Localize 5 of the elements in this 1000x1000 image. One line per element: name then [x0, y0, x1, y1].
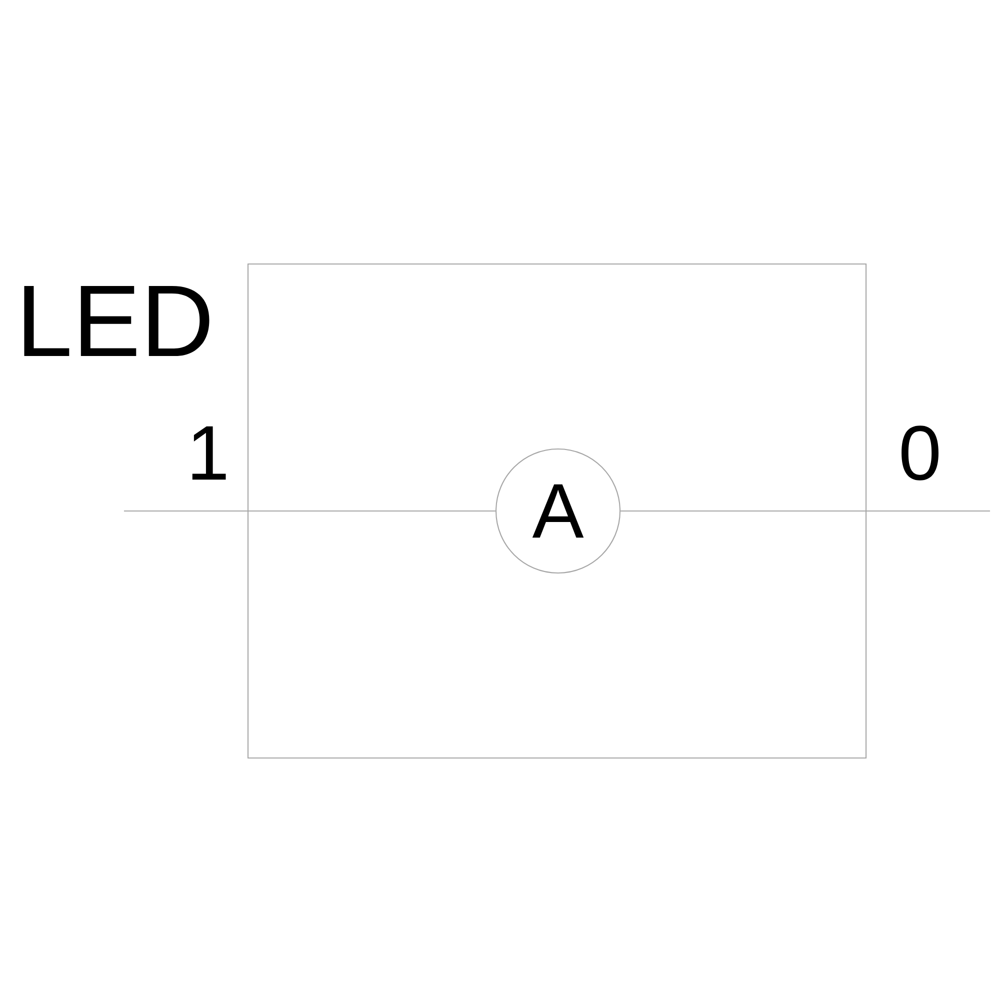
wire [620, 510, 990, 512]
wire [124, 510, 496, 512]
node-label: LED [24, 286, 210, 356]
pin-label: 0 [902, 426, 938, 480]
pin-label: 1 [192, 426, 226, 480]
